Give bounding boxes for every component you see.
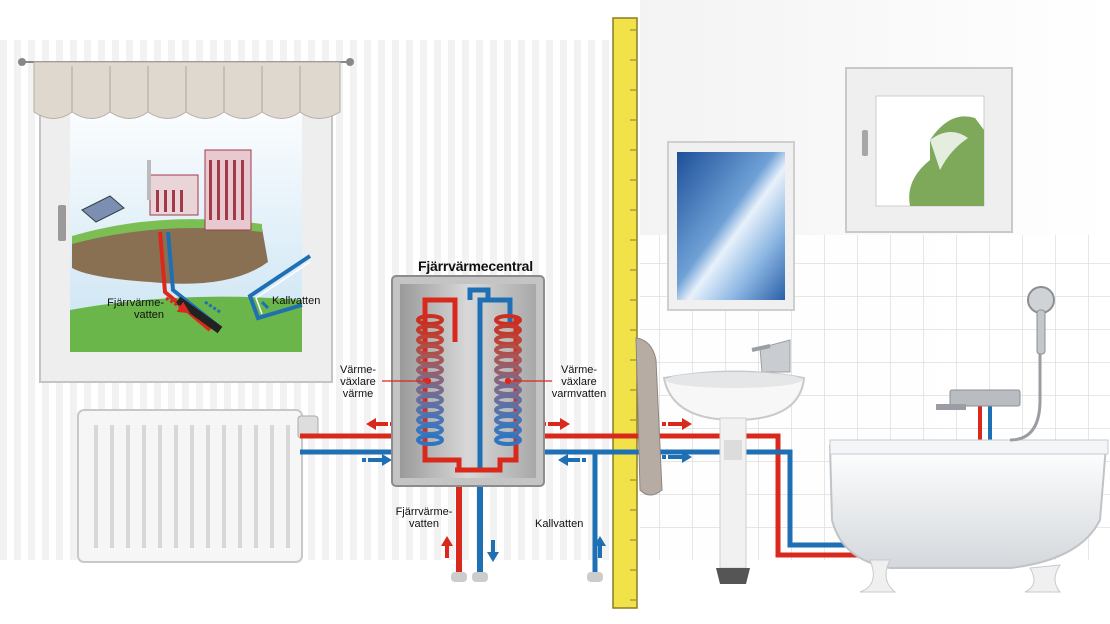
heat-exchanger-coil-hot-water	[494, 314, 522, 446]
pipes	[300, 395, 992, 575]
pipe-cap	[472, 572, 488, 582]
label-exchanger-hot-water: Värme- växlare varmvatten	[551, 364, 607, 400]
label-district-heating-bottom: Fjärrvärme- vatten	[395, 506, 453, 530]
towel	[635, 337, 663, 496]
bathtub	[828, 286, 1109, 593]
shower-head-icon	[1027, 286, 1055, 314]
mirror	[667, 141, 795, 311]
shower-hose	[1009, 315, 1042, 442]
radiator	[77, 409, 319, 563]
pipe-cap	[587, 572, 603, 582]
label-cold-water-bottom: Kallvatten	[535, 518, 584, 530]
unit-title: Fjärrvärmecentral	[418, 258, 533, 274]
wall-stud-ruler	[630, 29, 636, 601]
curtain	[18, 58, 354, 119]
wall-stud	[612, 17, 638, 609]
pipe-cap	[451, 572, 467, 582]
label-exchanger-heating: Värme- växlare värme	[339, 364, 377, 400]
window-right	[845, 67, 1013, 233]
label-cold-water-window: Kallvatten	[272, 295, 321, 307]
label-district-heating-window: Fjärrvärme- vatten	[107, 297, 164, 321]
bath-tap	[949, 389, 1021, 407]
flow-arrows	[362, 310, 692, 562]
truck-icon	[81, 195, 125, 223]
sink	[662, 339, 806, 584]
leader-lines	[382, 377, 552, 385]
window-left	[39, 69, 333, 383]
heat-exchanger-coil-heating	[416, 314, 444, 446]
